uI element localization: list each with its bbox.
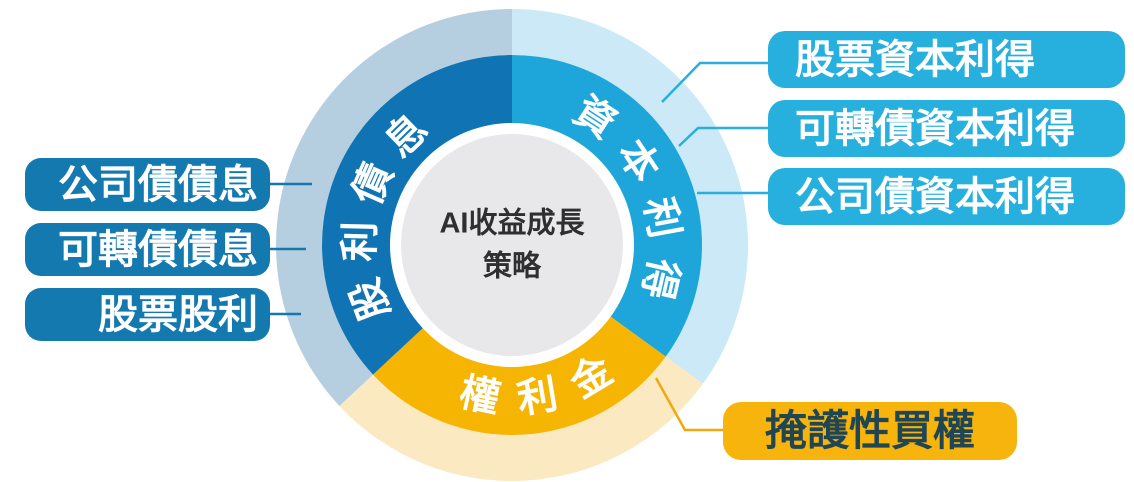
callout-convertible-bond-capital-gain: 可轉債資本利得 [768,100,1125,157]
connector-covered-call [654,377,725,432]
segment-premium-label-char: 權 [456,370,504,421]
callout-corporate-bond-capital-gain: 公司債資本利得 [768,168,1125,225]
segment-capital-gains-outer-ring [512,9,749,384]
segment-dividends-inner-ring [321,54,512,375]
segment-dividends-outer-ring [276,9,512,406]
connector-stock-capital-gain [661,61,770,103]
center-title-line2: 策略 [483,248,542,282]
connector-lines [268,61,770,432]
callout-stock-dividend: 股票股利 [25,288,270,341]
segment-capital-gains-inner-ring [512,55,703,357]
segment-capital-gains-label-char: 利 [636,194,686,241]
callout-stock-capital-gain: 股票資本利得 [768,31,1125,88]
callout-covered-call: 掩護性買權 [723,402,1017,460]
donut-rings [276,9,749,482]
segment-capital-gains-label-char: 得 [634,255,686,304]
center-title-line1: AI收益成長 [439,206,585,239]
callout-convertible-bond-interest: 可轉債債息 [25,223,270,276]
segment-premium-outer-ring [339,356,703,482]
connector-convertible-capital-gain [678,126,770,147]
callout-corporate-bond-interest: 公司債債息 [25,158,270,211]
segment-dividends-label-char: 利 [338,221,383,262]
center-circle [401,134,623,356]
segment-premium-label-char: 利 [514,372,561,422]
